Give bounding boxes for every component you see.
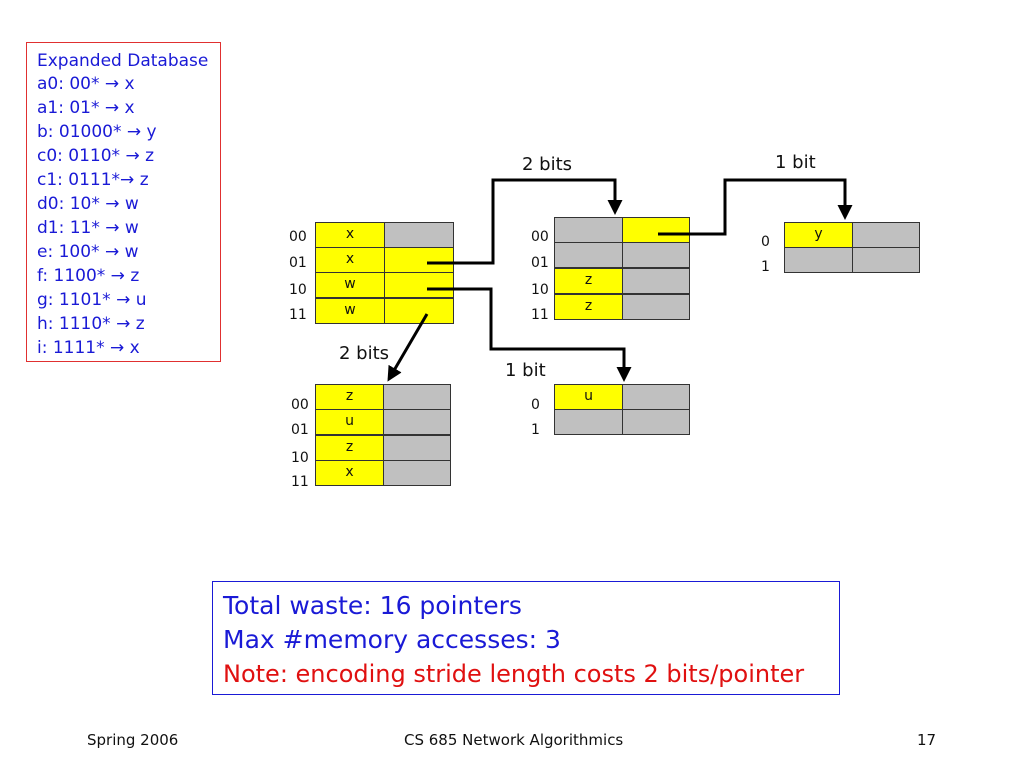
page-number: 17	[917, 731, 937, 749]
stride-label: 2 bits	[522, 154, 573, 175]
pointer-cell	[622, 268, 690, 294]
pointer-cell	[384, 247, 454, 273]
prefix-cell: x	[315, 247, 385, 273]
summary-accesses: Max #memory accesses: 3	[223, 625, 561, 654]
pointer-cell	[384, 222, 454, 248]
pointer-cell	[622, 217, 690, 243]
database-entry: e: 100* → w	[37, 242, 139, 262]
prefix-cell	[554, 409, 623, 435]
pointer-root-11	[387, 313, 429, 382]
row-label: 00	[531, 229, 549, 245]
prefix-cell: w	[315, 272, 385, 298]
expanded-database-box: Expanded Database a0: 00* → x a1: 01* → …	[26, 42, 221, 362]
database-title: Expanded Database	[37, 51, 209, 71]
row-label: 11	[289, 307, 307, 323]
footer-date: Spring 2006	[87, 731, 179, 749]
row-label: 1	[761, 259, 770, 275]
database-entry: h: 1110* → z	[37, 314, 145, 334]
row-label: 10	[531, 282, 549, 298]
stride-label: 1 bit	[505, 360, 546, 381]
pointer-root-01	[427, 178, 623, 265]
pointer-node01-00	[658, 178, 853, 236]
footer-course: CS 685 Network Algorithmics	[404, 731, 624, 749]
row-label: 1	[531, 422, 540, 438]
pointer-cell	[622, 294, 690, 320]
database-entry: d0: 10* → w	[37, 194, 139, 214]
database-entry: g: 1101* → u	[37, 290, 147, 310]
row-label: 01	[291, 422, 309, 438]
database-entry: a0: 00* → x	[37, 74, 135, 94]
row-label: 10	[291, 450, 309, 466]
prefix-cell	[554, 242, 623, 268]
row-label: 11	[531, 307, 549, 323]
prefix-cell	[554, 217, 623, 243]
pointer-root-10	[427, 287, 632, 382]
row-label: 0	[761, 234, 770, 250]
row-label: 10	[289, 282, 307, 298]
pointer-cell	[383, 435, 451, 461]
summary-waste: Total waste: 16 pointers	[223, 591, 522, 620]
stride-label: 1 bit	[775, 152, 816, 173]
summary-note: Note: encoding stride length costs 2 bit…	[223, 660, 805, 688]
pointer-cell	[852, 222, 920, 248]
prefix-cell: z	[554, 268, 623, 294]
pointer-cell	[622, 409, 690, 435]
row-label: 01	[531, 255, 549, 271]
row-label: 11	[291, 474, 309, 490]
database-entry: b: 01000* → y	[37, 122, 157, 142]
database-entry: a1: 01* → x	[37, 98, 135, 118]
row-label: 00	[289, 229, 307, 245]
prefix-cell	[784, 247, 853, 273]
summary-box: Total waste: 16 pointers Max #memory acc…	[212, 581, 840, 695]
pointer-cell	[622, 242, 690, 268]
pointer-cell	[384, 272, 454, 298]
database-entry: c1: 0111*→ z	[37, 170, 149, 190]
row-label: 0	[531, 397, 540, 413]
database-entry: c0: 0110* → z	[37, 146, 155, 166]
database-entry: f: 1100* → z	[37, 266, 140, 286]
stride-label: 2 bits	[339, 343, 390, 364]
database-entry: i: 1111* → x	[37, 338, 140, 358]
pointer-cell	[383, 460, 451, 486]
prefix-cell: z	[554, 294, 623, 320]
pointer-cell	[384, 298, 454, 324]
row-label: 00	[291, 397, 309, 413]
database-entry: d1: 11* → w	[37, 218, 139, 238]
prefix-cell: u	[315, 409, 384, 435]
pointer-cell	[383, 409, 451, 435]
pointer-cell	[852, 247, 920, 273]
row-label: 01	[289, 255, 307, 271]
